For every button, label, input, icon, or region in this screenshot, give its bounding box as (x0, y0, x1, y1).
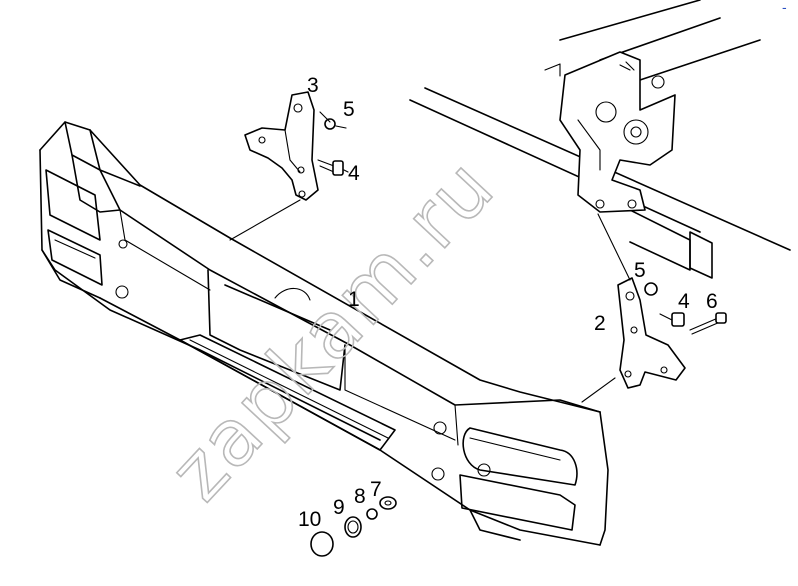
callout-10: 10 (298, 508, 321, 531)
trim-pieces (310, 496, 397, 557)
callout-7: 7 (370, 478, 382, 501)
callout-2: 2 (594, 312, 606, 335)
leader-lines (229, 111, 631, 403)
front-bumper (39, 121, 609, 546)
watermark: zapkam.ru (153, 142, 512, 518)
callout-8: 8 (354, 485, 366, 508)
callout-4-right: 4 (678, 290, 690, 313)
corner-mark: - (782, 0, 787, 15)
callout-9: 9 (333, 496, 345, 519)
callout-6: 6 (706, 290, 718, 313)
left-bumper-bracket (244, 91, 319, 201)
callout-1: 1 (348, 288, 360, 311)
callout-4-left: 4 (348, 162, 360, 185)
callout-5-right: 5 (634, 259, 646, 282)
left-bracket-fasteners (317, 118, 347, 176)
frame-bracket (559, 51, 676, 213)
callout-5-left: 5 (343, 98, 355, 121)
callout-3: 3 (307, 74, 319, 97)
right-bumper-bracket (617, 277, 686, 389)
right-bracket-fasteners (644, 282, 727, 335)
